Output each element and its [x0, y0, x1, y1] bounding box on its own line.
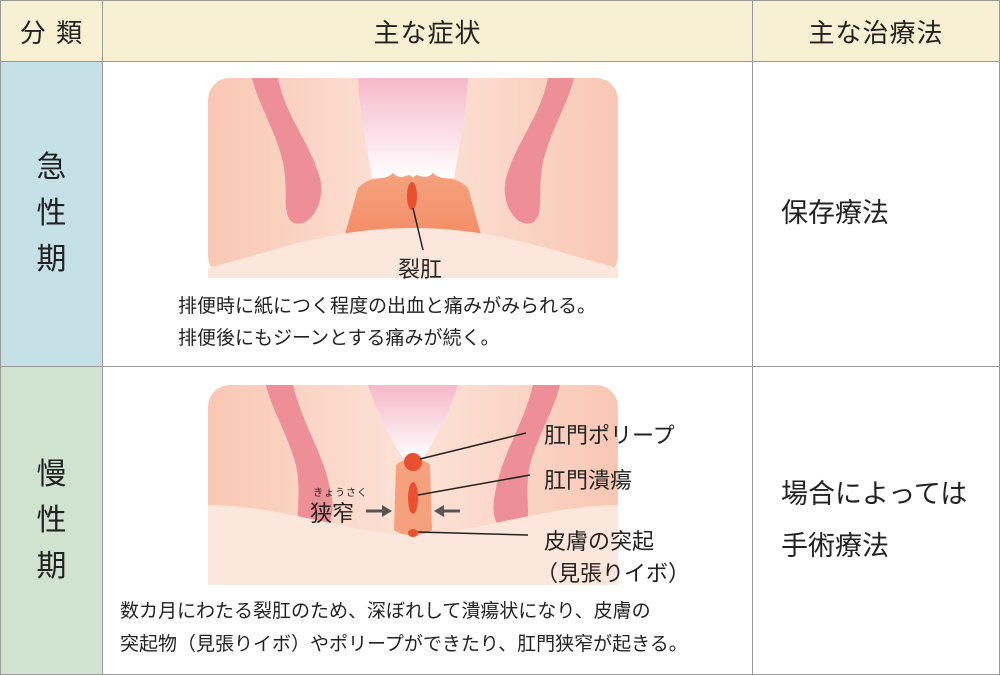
category-chronic: 慢 性 期	[0, 366, 103, 675]
treatment-line: 場合によっては	[781, 478, 968, 510]
skin-arch	[208, 228, 618, 278]
label-stenosis: 狭窄	[310, 502, 355, 527]
label-sentinel-pile: （見張りイボ）	[536, 562, 691, 587]
treatment-line: 手術療法	[781, 530, 889, 562]
label-fissure: 裂肛	[398, 258, 443, 283]
buttock-muscle-left	[252, 78, 322, 224]
header-treatment: 主な治療法	[752, 0, 1000, 62]
ulcer-mark	[408, 482, 418, 514]
polyp-pointer	[419, 432, 527, 460]
category-char: 期	[36, 548, 67, 584]
description-chronic-line2: 突起物（見張りイボ）やポリープができたり、肛門狭窄が起きる。	[120, 633, 688, 655]
chronic-fissure-illustration	[208, 385, 618, 585]
treatment-acute: 保存療法	[752, 61, 1000, 367]
label-anal-ulcer: 肛門潰瘍	[544, 469, 633, 494]
fissure-mark	[407, 182, 417, 210]
header-category: 分 類	[0, 0, 103, 62]
category-char: 慢	[36, 456, 67, 492]
category-acute: 急 性 期	[0, 61, 103, 367]
description-acute-line2: 排便後にもジーンとする痛みが続く。	[178, 327, 500, 349]
category-char: 性	[36, 196, 67, 231]
anal-canal	[358, 78, 468, 178]
category-char: 期	[36, 242, 67, 277]
label-stenosis-ruby: きょうさく	[313, 488, 368, 499]
buttock-muscle-right	[493, 385, 560, 538]
category-char: 急	[36, 150, 67, 185]
stenosis-arrowhead-right	[434, 505, 444, 517]
description-acute-line1: 排便時に紙につく程度の出血と痛みがみられる。	[178, 295, 597, 317]
treatment-line: 保存療法	[781, 198, 889, 229]
label-anal-polyp: 肛門ポリープ	[544, 424, 675, 449]
buttock-muscle-right	[504, 78, 574, 224]
anal-canal	[368, 385, 458, 457]
skin-tag-mark	[408, 529, 418, 537]
skin-tag-pointer	[417, 531, 529, 536]
skin-arch	[208, 505, 618, 585]
description-chronic-line1: 数カ月にわたる裂肛のため、深ぼれして潰瘍状になり、皮膚の	[120, 600, 651, 622]
buttock-muscle-left	[266, 385, 333, 538]
ulcer-pointer	[417, 474, 531, 496]
acute-fissure-illustration	[208, 78, 618, 278]
treatment-chronic: 場合によっては 手術療法	[752, 366, 1000, 675]
label-skin-tag: 皮膚の突起	[544, 530, 655, 555]
polyp-mark	[404, 453, 422, 471]
header-symptoms: 主な症状	[102, 0, 753, 62]
stenosis-arrowhead-left	[382, 505, 392, 517]
fissure-pointer	[412, 207, 424, 251]
category-char: 性	[36, 502, 67, 538]
